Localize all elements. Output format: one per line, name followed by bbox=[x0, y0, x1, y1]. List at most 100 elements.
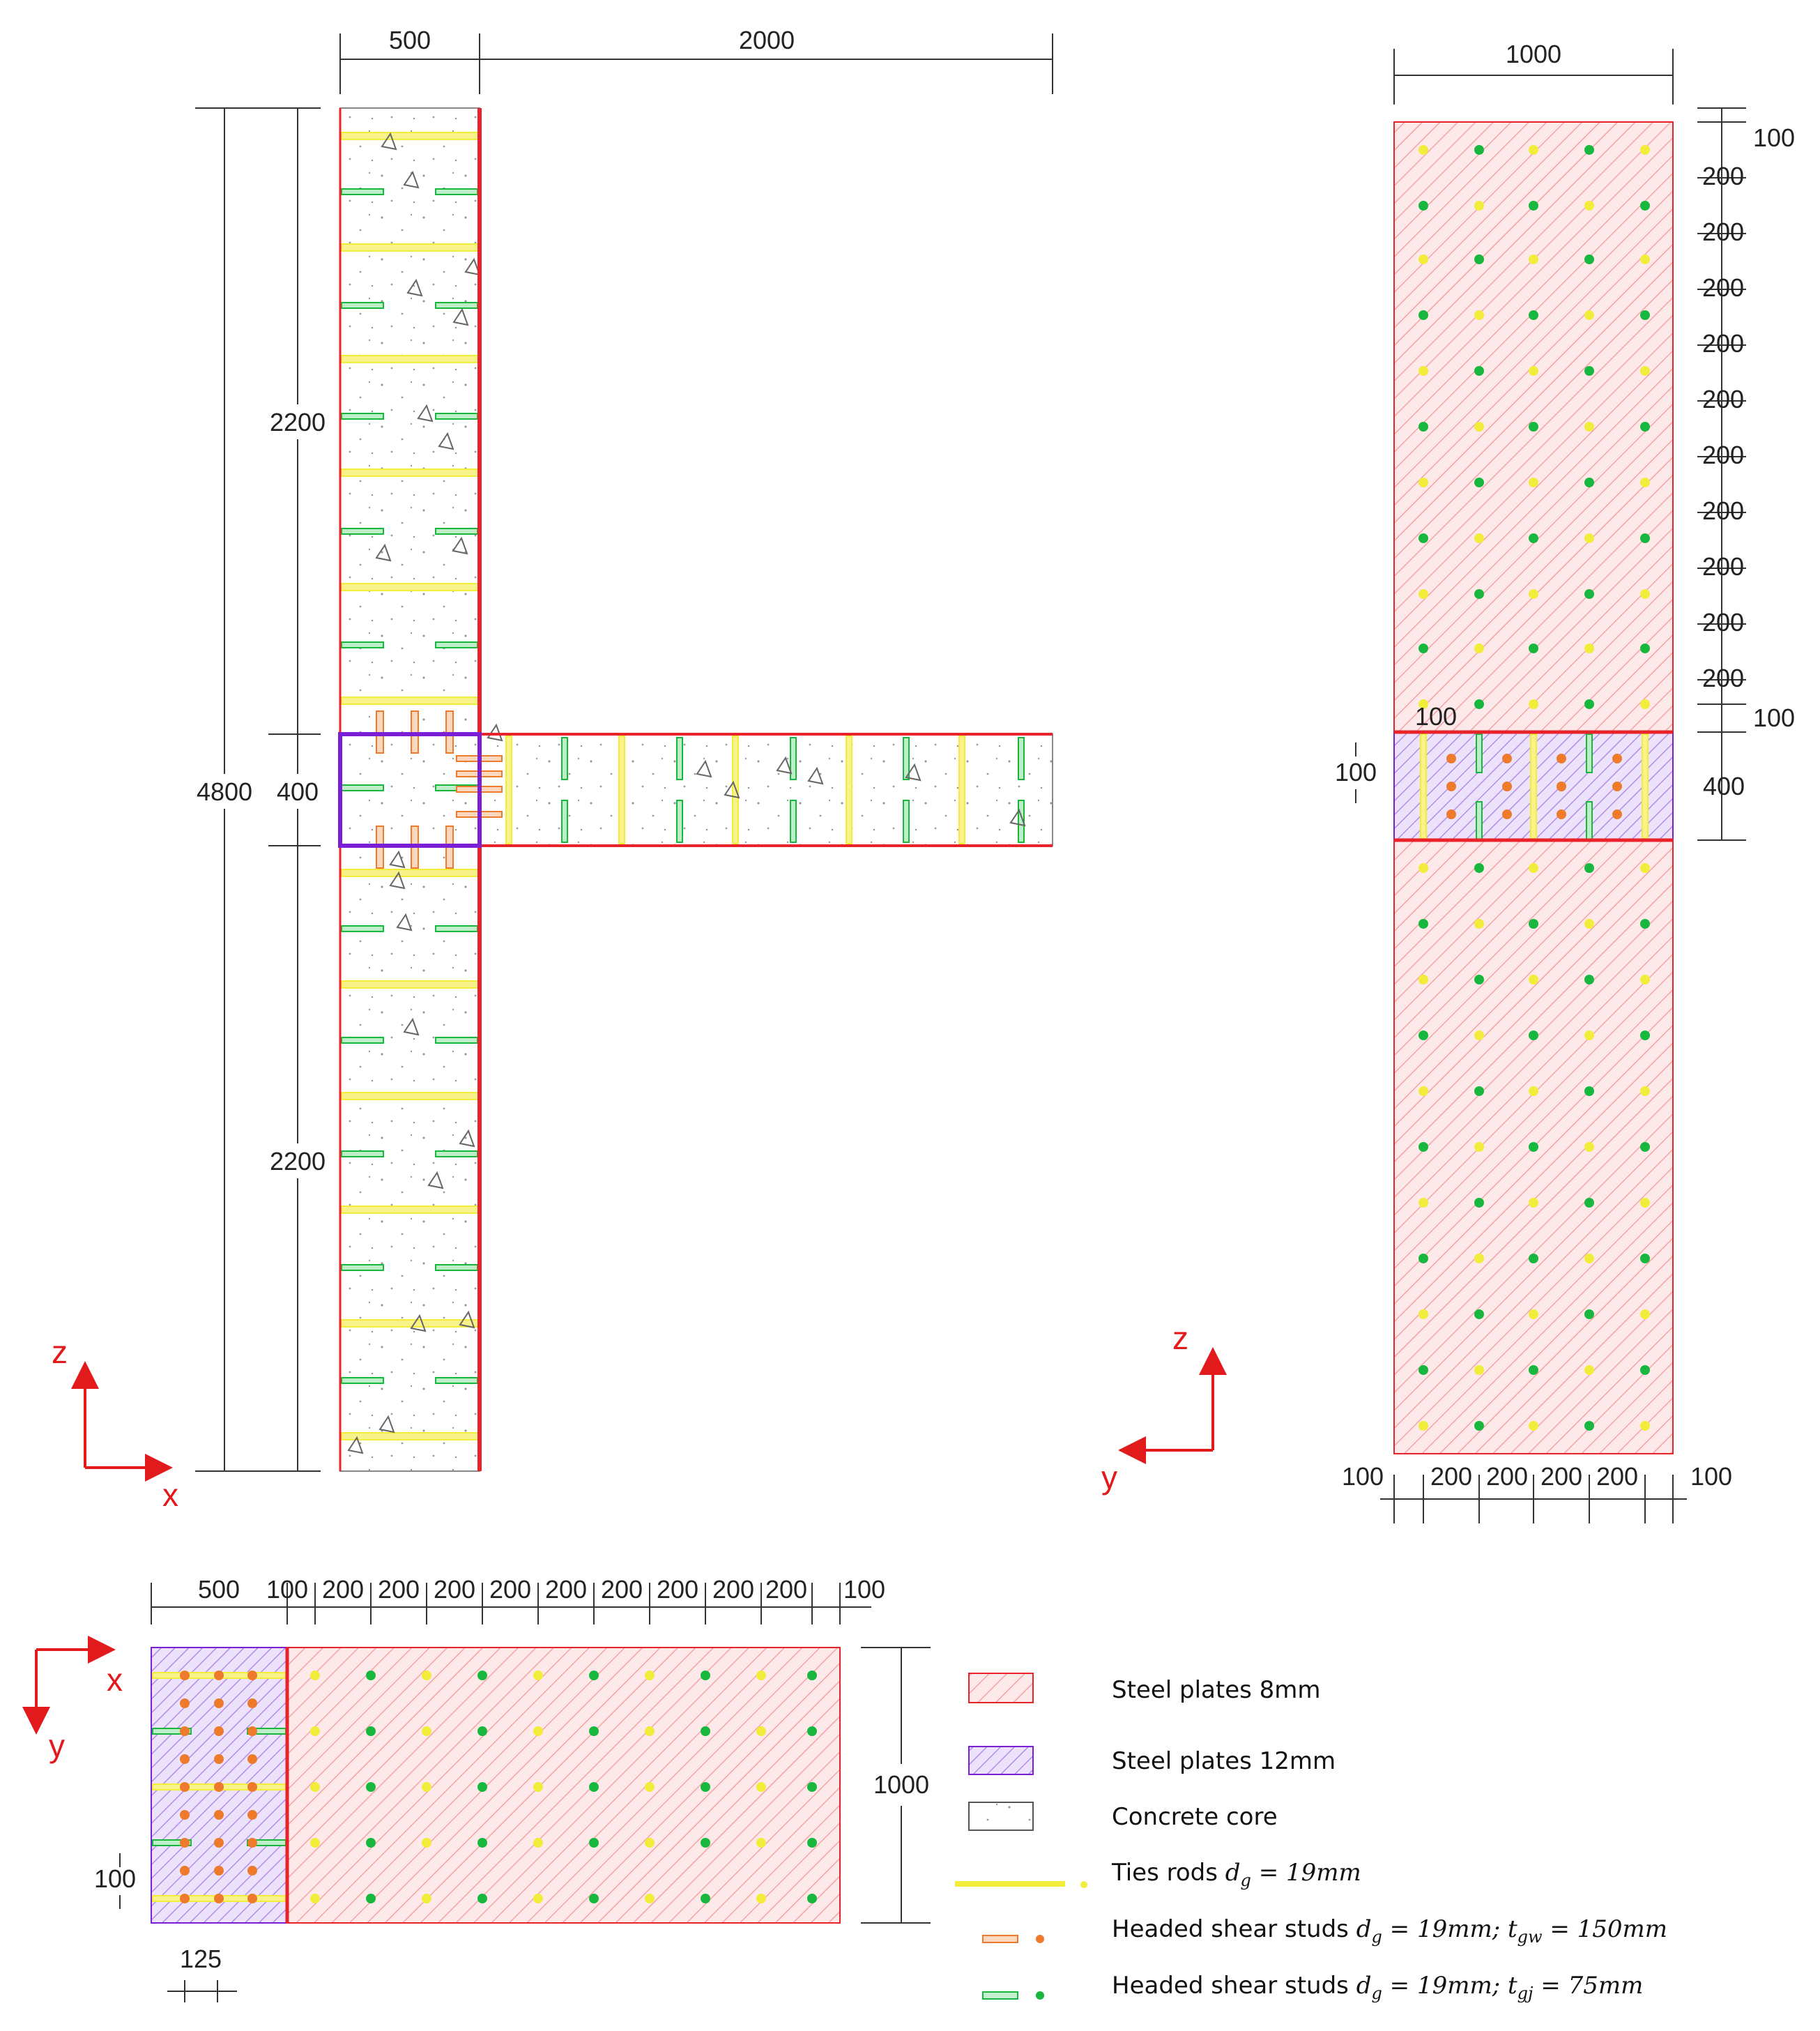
aggregate-mark bbox=[410, 1314, 427, 1332]
shear-stud-dot bbox=[589, 1782, 599, 1792]
legend-swatch-steel-8mm bbox=[968, 1673, 1034, 1703]
aggregate-mark bbox=[905, 763, 922, 782]
shear-stud-dot bbox=[1474, 366, 1484, 376]
shear-stud-dot bbox=[1640, 1142, 1650, 1152]
aggregate-mark bbox=[459, 1310, 475, 1329]
headed-stud-dot bbox=[214, 1894, 224, 1903]
tie-rod-dot bbox=[1474, 1142, 1484, 1152]
tie-rod-dot bbox=[756, 1838, 766, 1848]
shear-stud-dot bbox=[1418, 644, 1428, 653]
dim-total-height: 4800 bbox=[197, 777, 252, 806]
tie-rod-dot bbox=[1418, 478, 1428, 487]
shear-stud-flange bbox=[903, 737, 910, 780]
elevation-xz-view: 500 2000 4800 2200 400 2200 z x bbox=[52, 26, 1053, 1513]
shear-stud-dot bbox=[589, 1838, 599, 1848]
shear-stud-dot bbox=[477, 1726, 487, 1736]
z-axis-label-yz: z bbox=[1172, 1320, 1188, 1356]
tie-rod-dot bbox=[645, 1838, 655, 1848]
shear-stud-dot bbox=[1418, 1142, 1428, 1152]
tie-rod-dot bbox=[756, 1726, 766, 1736]
tie-rod bbox=[341, 355, 479, 363]
shear-stud-flange bbox=[1018, 737, 1025, 780]
shear-stud-flange bbox=[561, 800, 568, 843]
tie-rod-dot bbox=[1474, 1030, 1484, 1040]
shear-stud-dot bbox=[1418, 201, 1428, 211]
x-axis-label-plan: x bbox=[107, 1661, 123, 1698]
shear-stud-joint bbox=[1586, 733, 1593, 773]
shear-stud bbox=[341, 925, 384, 932]
headed-stud-dot bbox=[1446, 782, 1456, 791]
headed-stud-dot bbox=[1612, 754, 1622, 763]
dim-bottom-left: 100 bbox=[1342, 1462, 1384, 1491]
shear-stud-dot bbox=[807, 1726, 817, 1736]
tie-rod-dot bbox=[1640, 975, 1650, 984]
tie-rod-dot bbox=[1584, 1254, 1594, 1263]
dim-spacing-label: 200 bbox=[1702, 329, 1744, 358]
tie-rod-dot bbox=[1529, 1309, 1538, 1319]
dim-yz-width: 1000 bbox=[1506, 40, 1561, 68]
tie-rod-dot bbox=[310, 1726, 320, 1736]
tie-rod-dot bbox=[1418, 975, 1428, 984]
aggregate-mark bbox=[389, 871, 406, 890]
shear-stud-dot bbox=[1474, 1198, 1484, 1208]
shear-stud bbox=[435, 413, 478, 420]
aggregate-mark bbox=[452, 536, 468, 555]
shear-stud bbox=[341, 1377, 384, 1384]
tie-rod-dot bbox=[533, 1894, 543, 1903]
shear-stud-dot bbox=[1584, 254, 1594, 264]
dim-stud-edge-v: 100 bbox=[1335, 758, 1377, 786]
tie-rod-dot bbox=[645, 1671, 655, 1680]
dim-spacing-label: 200 bbox=[1702, 385, 1744, 413]
headed-stud-dot bbox=[180, 1754, 190, 1764]
shear-stud-dot bbox=[1474, 589, 1484, 599]
shear-stud-dot bbox=[701, 1782, 710, 1792]
y-axis-label-plan: y bbox=[49, 1728, 65, 1764]
shear-stud-dot bbox=[701, 1838, 710, 1848]
plan-stud-dot-grid bbox=[310, 1671, 817, 1903]
tie-rod bbox=[341, 869, 479, 877]
shear-stud-dot bbox=[477, 1782, 487, 1792]
tie-rod-dot bbox=[310, 1838, 320, 1848]
shear-stud-dot bbox=[1474, 145, 1484, 155]
dim-plan-wall-width: 500 bbox=[198, 1575, 240, 1604]
dim-edge-above-joint: 100 bbox=[1753, 703, 1795, 732]
shear-stud bbox=[341, 188, 384, 195]
headed-stud-dot bbox=[247, 1894, 257, 1903]
shear-stud-dot bbox=[1529, 919, 1538, 929]
tie-rod-dot bbox=[1529, 699, 1538, 709]
shear-stud-dot bbox=[1529, 310, 1538, 320]
tie-rod-dot bbox=[310, 1671, 320, 1680]
tie-rod-joint bbox=[1420, 733, 1427, 839]
shear-stud-dot bbox=[1474, 254, 1484, 264]
shear-stud-dot bbox=[366, 1782, 376, 1792]
dim-spacing-label: 200 bbox=[1702, 496, 1744, 525]
headed-stud-dot bbox=[247, 1782, 257, 1792]
aggregate-mark bbox=[1009, 808, 1026, 827]
shear-stud-dot bbox=[1474, 1421, 1484, 1431]
tie-rod bbox=[341, 1432, 479, 1440]
tie-rod-dot bbox=[1584, 919, 1594, 929]
shear-stud bbox=[435, 1037, 478, 1044]
shear-stud-dot bbox=[807, 1671, 817, 1680]
headed-stud-dot bbox=[180, 1782, 190, 1792]
shear-stud-joint bbox=[1476, 733, 1483, 773]
aggregate-mark bbox=[375, 543, 392, 562]
tie-rod bbox=[341, 583, 479, 591]
aggregate-mark bbox=[427, 1171, 444, 1189]
tie-rod bbox=[341, 1092, 479, 1100]
dim-spacing-label: 200 bbox=[1702, 552, 1744, 581]
tie-rod-dot bbox=[1640, 589, 1650, 599]
dim-flange-length: 2000 bbox=[739, 26, 795, 54]
dim-plan-stud-edge: 125 bbox=[180, 1945, 222, 1973]
shear-stud bbox=[435, 188, 478, 195]
tie-rod-dot bbox=[1529, 863, 1538, 873]
tie-rod-dot bbox=[1529, 254, 1538, 264]
shear-stud bbox=[435, 1150, 478, 1157]
headed-stud-dot bbox=[214, 1754, 224, 1764]
shear-stud-dot bbox=[701, 1671, 710, 1680]
shear-stud-dot bbox=[1529, 1254, 1538, 1263]
headed-stud-dot bbox=[214, 1838, 224, 1848]
shear-stud-dot bbox=[1474, 975, 1484, 984]
aggregate-mark bbox=[438, 432, 454, 450]
